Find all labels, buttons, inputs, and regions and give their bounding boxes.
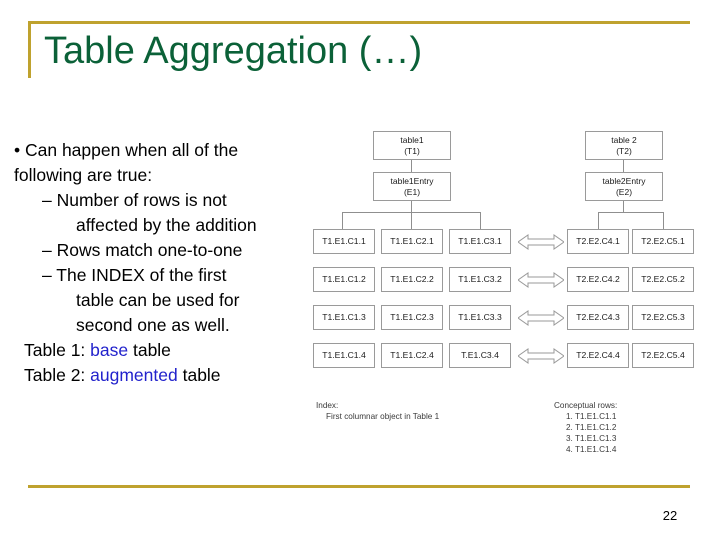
row-match-arrow-3	[517, 308, 565, 328]
conceptual-rows-heading: Conceptual rows:	[554, 401, 618, 410]
page-title: Table Aggregation (…)	[44, 30, 423, 72]
bullet-line: following are true:	[14, 165, 153, 185]
conceptual-row-item: 1. T1.E1.C1.1	[566, 412, 617, 421]
title-divider-rule	[28, 21, 690, 24]
table1-header-name: table1	[400, 134, 424, 145]
table1entry-header-alias: (E1)	[403, 186, 421, 197]
row-match-arrow-2	[517, 270, 565, 290]
cell-right-r1c1: T2.E2.C4.1	[567, 229, 629, 254]
double-arrow-icon	[517, 348, 565, 364]
table1-highlight: base	[90, 340, 129, 360]
connector-e2-stem	[623, 201, 624, 212]
cell-left-r1c1: T1.E1.C1.1	[313, 229, 375, 254]
row-match-arrow-1	[517, 232, 565, 252]
conceptual-rows-caption: Conceptual rows: 1. T1.E1.C1.1 2. T1.E1.…	[554, 400, 617, 455]
table2-header-box: table 2 (T2)	[585, 131, 663, 160]
connector-right-drop-c5	[663, 212, 664, 229]
sub-bullet-line: second one as well.	[76, 315, 230, 335]
table2entry-header-alias: (E2)	[615, 186, 633, 197]
connector-e1-stem	[411, 201, 412, 212]
table1-suffix: table	[128, 340, 171, 360]
connector-t2-to-e2	[623, 160, 624, 172]
cell-left-r4c1: T1.E1.C1.4	[313, 343, 375, 368]
table1entry-header-box: table1Entry (E1)	[373, 172, 451, 201]
sub-bullet-line: affected by the addition	[76, 215, 257, 235]
table2-header-name: table 2	[611, 134, 637, 145]
double-arrow-icon	[517, 310, 565, 326]
connector-t1-to-e1	[411, 160, 412, 172]
cell-left-r1c3: T1.E1.C3.1	[449, 229, 511, 254]
connector-left-drop-c3	[480, 212, 481, 229]
connector-left-bus	[342, 212, 481, 213]
cell-right-r1c2: T2.E2.C5.1	[632, 229, 694, 254]
double-arrow-icon	[517, 234, 565, 250]
index-caption-detail: First columnar object in Table 1	[326, 412, 440, 421]
connector-left-drop-c2	[411, 212, 412, 229]
sub-bullet-line: – Number of rows is not	[42, 190, 227, 210]
cell-left-r3c3: T1.E1.C3.3	[449, 305, 511, 330]
row-match-arrow-4	[517, 346, 565, 366]
connector-left-drop-c1	[342, 212, 343, 229]
cell-right-r2c2: T2.E2.C5.2	[632, 267, 694, 292]
title-accent-tick	[28, 21, 31, 78]
cell-left-r2c3: T1.E1.C3.2	[449, 267, 511, 292]
cell-right-r4c1: T2.E2.C4.4	[567, 343, 629, 368]
footer-divider-rule	[28, 485, 690, 488]
page-number: 22	[662, 508, 678, 523]
table1-header-alias: (T1)	[404, 145, 420, 156]
cell-right-r2c1: T2.E2.C4.2	[567, 267, 629, 292]
conceptual-row-item: 3. T1.E1.C1.3	[566, 434, 617, 443]
sub-bullet-line: – Rows match one-to-one	[42, 240, 243, 260]
table1entry-header-name: table1Entry	[390, 175, 434, 186]
cell-right-r3c2: T2.E2.C5.3	[632, 305, 694, 330]
cell-left-r3c2: T1.E1.C2.3	[381, 305, 443, 330]
cell-left-r3c1: T1.E1.C1.3	[313, 305, 375, 330]
conceptual-row-item: 4. T1.E1.C1.4	[566, 445, 617, 454]
cell-left-r4c2: T1.E1.C2.4	[381, 343, 443, 368]
conceptual-row-item: 2. T1.E1.C1.2	[566, 423, 617, 432]
connector-right-bus	[598, 212, 664, 213]
table1-definition: Table 1: base table	[14, 338, 304, 363]
table2-prefix: Table 2:	[24, 365, 91, 385]
table2entry-header-box: table2Entry (E2)	[585, 172, 663, 201]
connector-right-drop-c4	[598, 212, 599, 229]
cell-left-r2c1: T1.E1.C1.2	[313, 267, 375, 292]
table1-header-box: table1 (T1)	[373, 131, 451, 160]
table2-definition: Table 2: augmented table	[14, 363, 304, 388]
bullet-line: • Can happen when all of the	[14, 140, 239, 160]
index-caption-heading: Index:	[316, 401, 339, 410]
cell-right-r3c1: T2.E2.C4.3	[567, 305, 629, 330]
table2-suffix: table	[177, 365, 221, 385]
table2-highlight: augmented	[90, 365, 178, 385]
index-caption: Index: First columnar object in Table 1	[316, 400, 439, 422]
double-arrow-icon	[517, 272, 565, 288]
table2entry-header-name: table2Entry	[602, 175, 646, 186]
cell-left-r2c2: T1.E1.C2.2	[381, 267, 443, 292]
sub-bullet-line: table can be used for	[76, 290, 240, 310]
sub-bullet-line: – The INDEX of the first	[42, 265, 227, 285]
body-text-block: • Can happen when all of the following a…	[14, 138, 304, 388]
cell-left-r1c2: T1.E1.C2.1	[381, 229, 443, 254]
table1-prefix: Table 1:	[24, 340, 91, 360]
cell-right-r4c2: T2.E2.C5.4	[632, 343, 694, 368]
cell-left-r4c3: T.E1.C3.4	[449, 343, 511, 368]
table2-header-alias: (T2)	[616, 145, 632, 156]
